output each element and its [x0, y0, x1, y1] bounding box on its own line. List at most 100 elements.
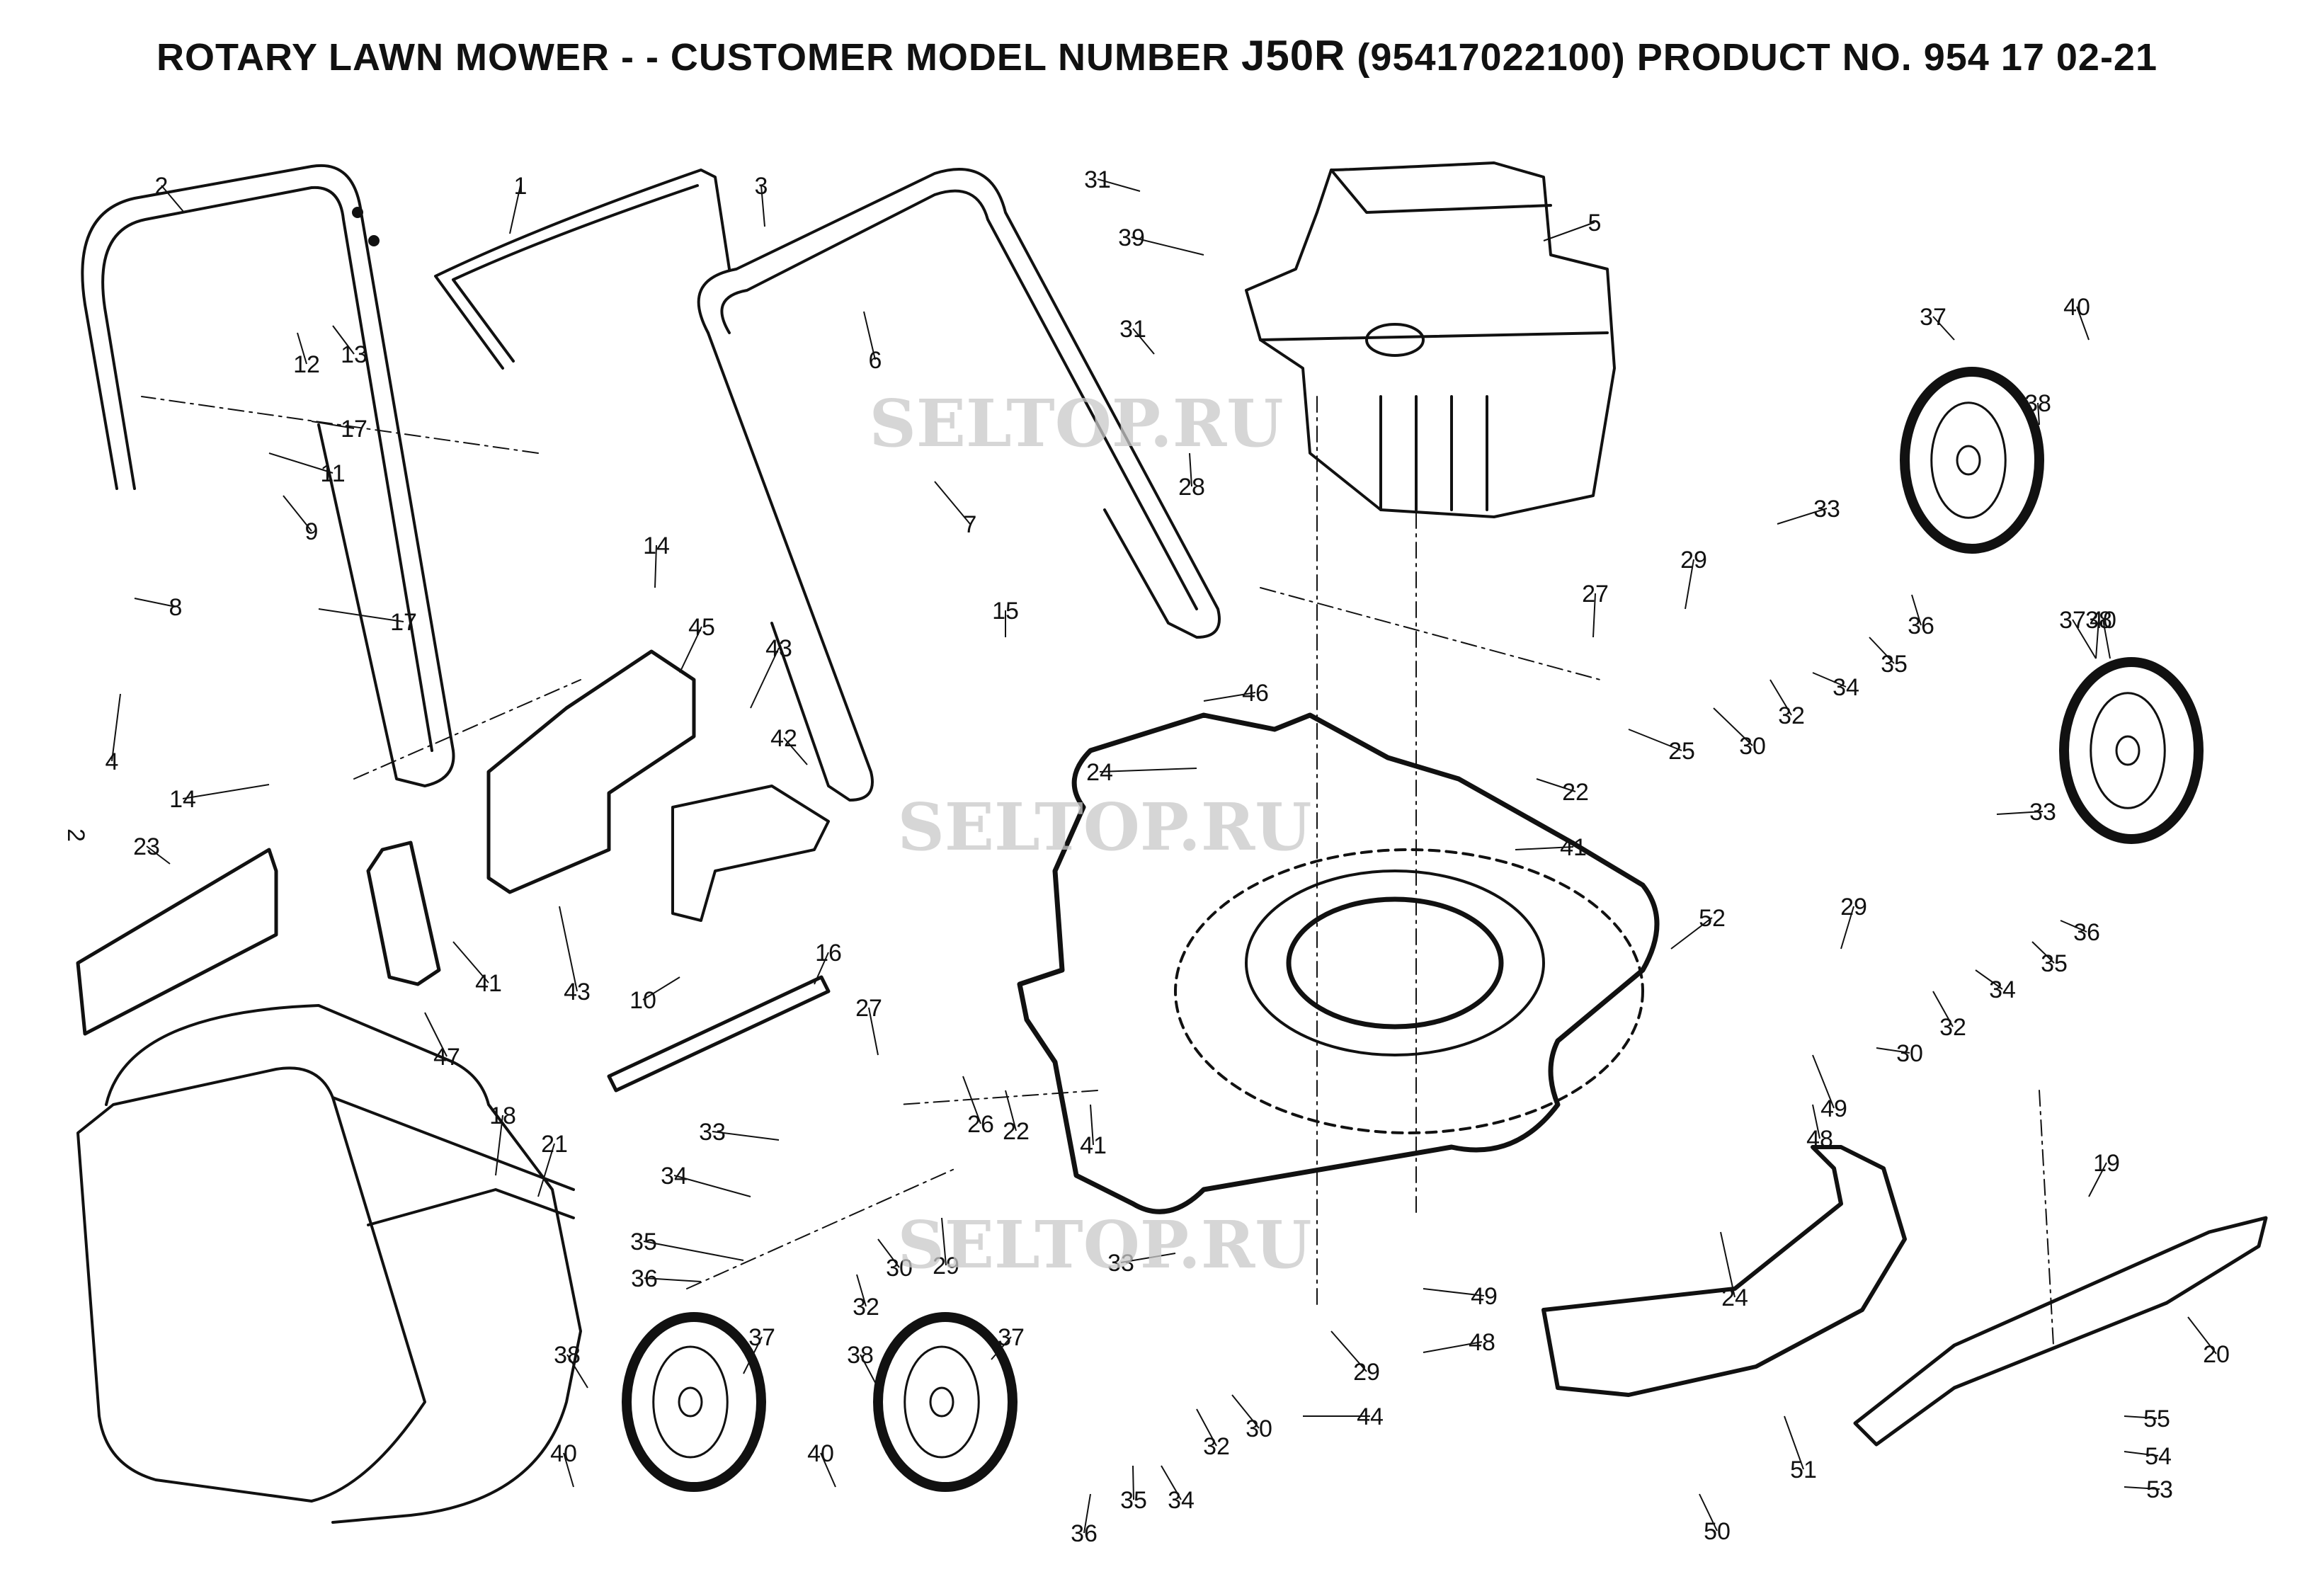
callout-leader: [1090, 1104, 1094, 1146]
callout-label: 5: [1588, 210, 1602, 236]
callout-leader: [673, 1175, 751, 1197]
callout-label: 20: [2203, 1341, 2230, 1368]
callout-label: 37: [1920, 304, 1947, 331]
callout-leader: [934, 481, 971, 525]
wheel-part: [2059, 657, 2204, 844]
callout-leader: [1840, 906, 1854, 950]
wheel-part: [873, 1312, 1018, 1492]
watermark: SELTOP.RU: [897, 789, 1311, 865]
callout-leader: [760, 185, 765, 227]
callout-label: 24: [1721, 1284, 1748, 1311]
callout-label: 11: [320, 460, 345, 487]
callout-leader: [452, 941, 489, 984]
callout-label: 27: [855, 995, 882, 1022]
blade-part: [1853, 1216, 2268, 1447]
callout-label: 18: [489, 1102, 516, 1129]
callout-label: 25: [1668, 738, 1695, 765]
callout-leader: [962, 1076, 981, 1124]
callout-leader: [1812, 672, 1847, 688]
callout-label: 35: [2041, 950, 2068, 977]
callout-leader: [1099, 768, 1197, 773]
callout-label: 33: [2029, 799, 2056, 826]
callout-label: 38: [847, 1342, 874, 1369]
grass-bag-part: [76, 1004, 582, 1524]
callout-leader: [1131, 236, 1204, 256]
handle-left-part: [81, 164, 455, 787]
callout-label: 31: [1119, 316, 1146, 343]
callout-leader: [1975, 969, 2003, 990]
wheel-part: [1900, 367, 2044, 554]
callout-leader: [1812, 1054, 1835, 1109]
callout-label: 36: [631, 1265, 658, 1292]
callout-label: 8: [169, 594, 183, 621]
callout-label: 1: [514, 173, 528, 200]
callout-label: 22: [1003, 1118, 1030, 1145]
callout-leader: [1132, 1465, 1134, 1500]
callout-leader: [1231, 1394, 1260, 1429]
rear-deflector-part: [1541, 1145, 1907, 1397]
callout-label: 32: [853, 1294, 879, 1321]
callout-label: 33: [1813, 496, 1840, 523]
callout-leader: [643, 1241, 744, 1261]
callout-label: 43: [564, 979, 591, 1005]
callout-label: 53: [2146, 1476, 2173, 1503]
callout-label: 23: [133, 833, 160, 860]
callout-label: 29: [933, 1253, 959, 1279]
callout-leader: [559, 906, 578, 992]
callout-leader: [1784, 1415, 1804, 1470]
callout-leader: [161, 185, 185, 213]
callout-leader: [2095, 619, 2099, 659]
callout-leader: [182, 784, 270, 799]
page-title: ROTARY LAWN MOWER - - CUSTOMER MODEL NUM…: [0, 31, 2314, 80]
callout-label: 45: [688, 614, 715, 641]
callout-label: 9: [305, 518, 319, 545]
callout-leader: [868, 1007, 879, 1056]
callout-leader: [424, 1012, 448, 1057]
callout-leader: [268, 452, 334, 474]
callout-label: 30: [886, 1255, 913, 1282]
callout-leader: [877, 1238, 900, 1268]
callout-leader: [1932, 316, 1955, 341]
callout-label: 14: [643, 532, 670, 559]
callout-leaders: [111, 178, 2217, 1534]
watermark: SELTOP.RU: [869, 385, 1283, 462]
callout-label: 17: [341, 416, 367, 443]
callout-leader: [1699, 1493, 1718, 1532]
callout-label: 40: [2090, 607, 2116, 634]
engine-part: [1245, 161, 1616, 518]
callout-label: 41: [1560, 834, 1587, 861]
callout-leader: [2072, 619, 2097, 659]
callout-leader: [2124, 1415, 2158, 1419]
callout-leader: [1203, 692, 1256, 702]
callout-leader: [1423, 1288, 1485, 1296]
callout-label: 37: [998, 1324, 1025, 1351]
callout-leader: [1869, 637, 1895, 664]
callout-label: 34: [1168, 1487, 1195, 1514]
callout-label: 37: [748, 1324, 775, 1351]
callout-label: 33: [1107, 1250, 1134, 1277]
callout-label: 4: [106, 748, 119, 775]
callout-label: 22: [1562, 779, 1589, 806]
callout-leader: [1769, 679, 1792, 716]
callout-leader: [2076, 306, 2090, 341]
callout-leader: [1132, 328, 1155, 355]
callout-leader: [332, 325, 355, 355]
callout-label: 38: [2085, 607, 2112, 634]
callout-leader: [1515, 846, 1574, 850]
callout-label: 27: [1582, 581, 1609, 608]
callout-leader: [2088, 1162, 2107, 1197]
callout-leader: [537, 1143, 555, 1197]
callout-label: 31: [1084, 166, 1111, 193]
callout-label: 54: [2145, 1443, 2172, 1470]
callout-leader: [1932, 991, 1954, 1027]
callout-leader: [1423, 1341, 1483, 1353]
callout-label: 32: [1778, 702, 1805, 729]
callout-leader: [1196, 1408, 1217, 1447]
callout-leader: [2187, 1316, 2217, 1355]
callout-leader: [941, 1217, 947, 1266]
callout-label: 35: [1120, 1487, 1147, 1514]
callout-leader: [1685, 559, 1694, 610]
callout-label: 33: [699, 1119, 726, 1146]
